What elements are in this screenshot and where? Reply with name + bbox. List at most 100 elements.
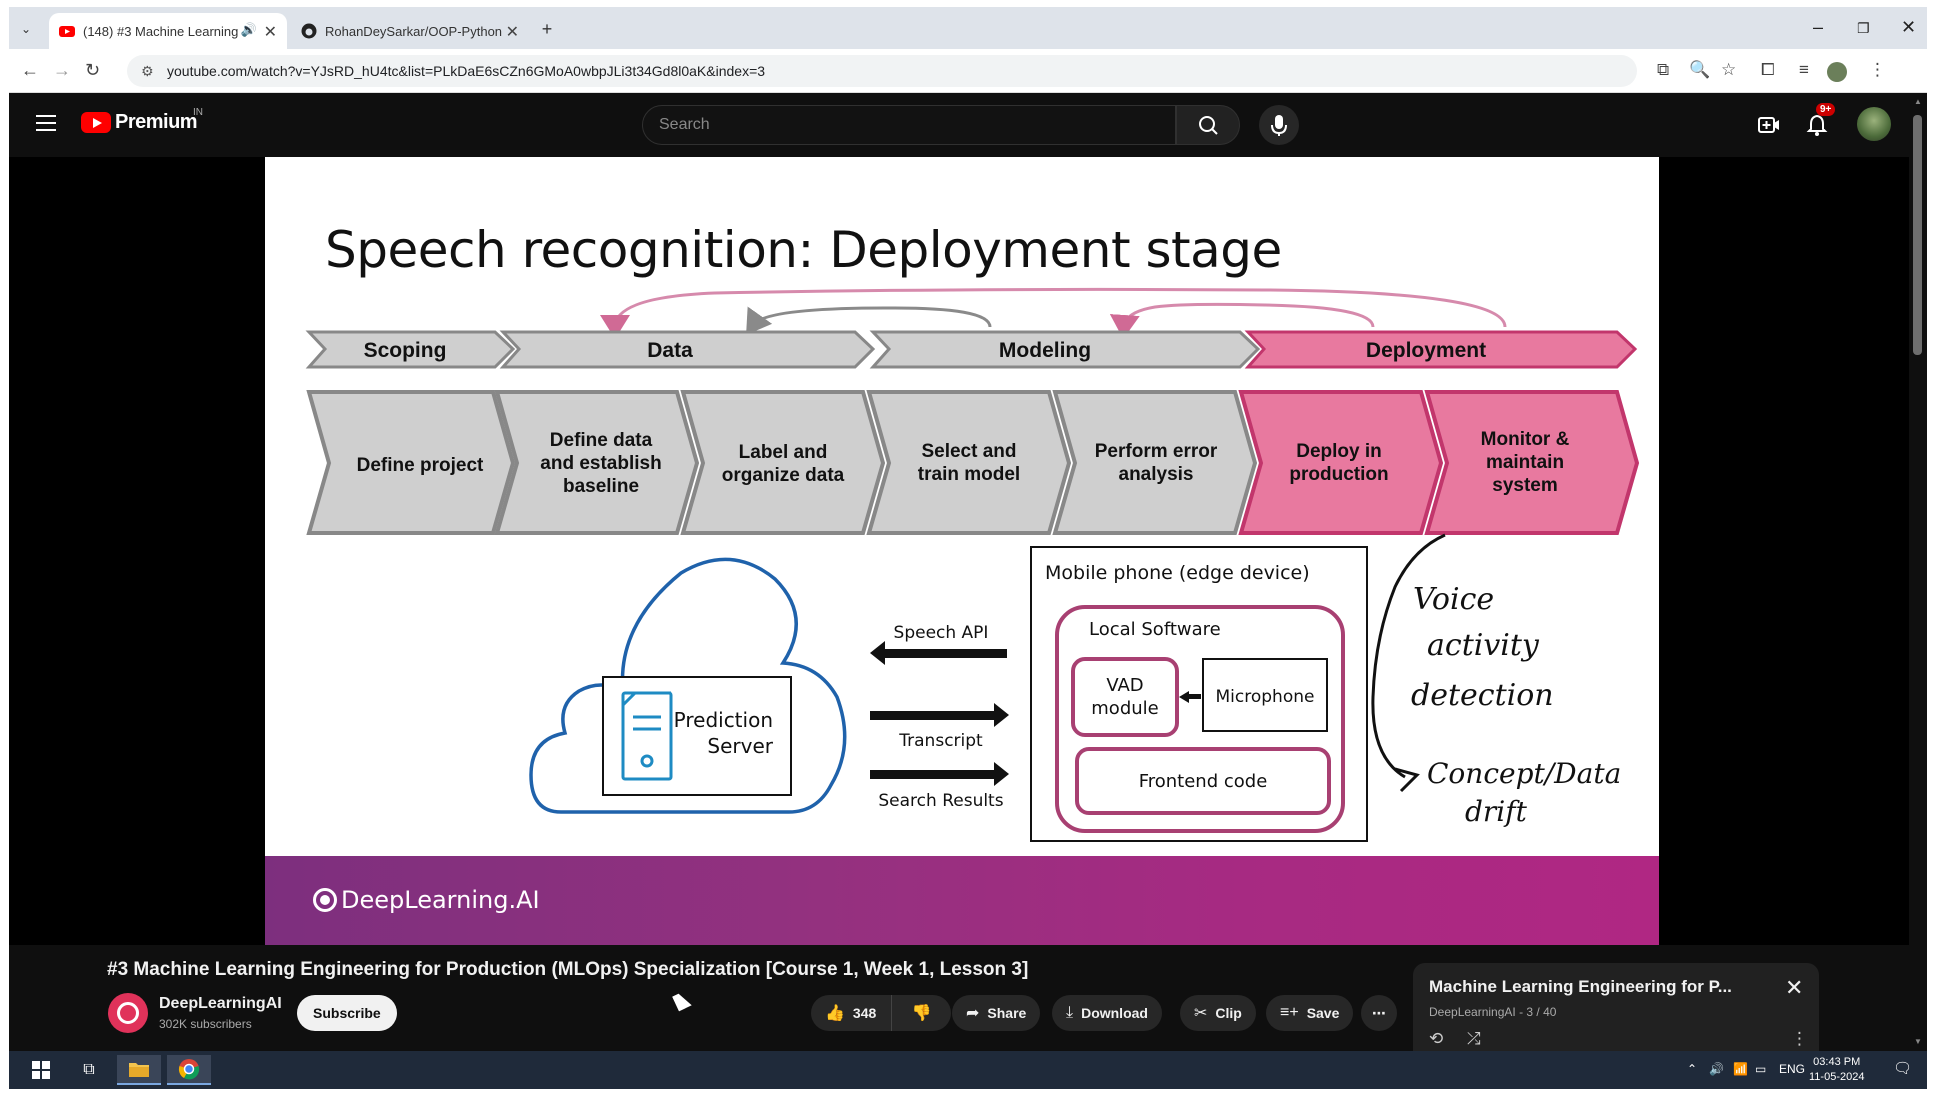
step-chevron-deploy [1238,390,1444,535]
video-info: #3 Machine Learning Engineering for Prod… [9,945,1909,1051]
channel-name[interactable]: DeepLearningAI [159,995,282,1012]
restore-icon[interactable]: ❐ [1857,20,1870,36]
forward-icon[interactable]: → [53,60,71,80]
phase-label-scoping: Scoping [364,339,447,362]
youtube-play-icon [81,112,111,133]
like-count: 348 [852,1005,877,1021]
speaker-icon[interactable]: 🔊 [240,22,257,37]
share-label: Share [987,1005,1027,1021]
bookmark-star-icon[interactable]: ☆ [1721,60,1737,79]
subscribe-button[interactable]: Subscribe [297,995,397,1031]
deployment-diagram: Scoping Data Modeling Deployment Define … [305,287,1640,842]
file-explorer-icon[interactable] [117,1055,161,1085]
svg-text:Concept/Data: Concept/Data [1427,757,1621,790]
phase-chevron-deployment [1244,330,1638,369]
new-tab-button[interactable]: + [541,18,553,39]
volume-icon[interactable]: 🔊 [1709,1062,1724,1076]
playlist-menu-icon[interactable]: ⋮ [1791,1029,1808,1048]
close-tab-icon[interactable]: ✕ [505,24,519,41]
handwritten-bracket [1371,533,1446,779]
search-box[interactable] [642,105,1176,145]
clip-label: Clip [1215,1005,1242,1021]
extensions-icon[interactable]: ⧠ [1761,60,1775,79]
search-input[interactable] [659,116,1139,134]
shuffle-icon[interactable]: ⤮ [1467,1029,1481,1048]
frontend-code-box [1075,747,1331,815]
dislike-button[interactable]: 👎 [891,995,951,1031]
browser-menu-icon[interactable]: ⋮ [1869,60,1886,79]
scroll-down-arrow-icon[interactable]: ▼ [1914,1037,1922,1046]
playlist-panel[interactable]: Machine Learning Engineering for P... De… [1413,963,1819,1051]
windows-start-icon[interactable] [19,1055,63,1085]
close-tab-icon[interactable]: ✕ [263,24,277,41]
tab-search-chevron-icon[interactable]: ⌄ [20,22,32,36]
subscriber-count: 302K subscribers [159,1017,252,1031]
language-indicator[interactable]: ENG [1779,1062,1806,1076]
notification-center-icon[interactable]: 🗨 [1893,1060,1913,1077]
video-player[interactable]: Speech recognition: Deployment stage Sco… [9,157,1909,945]
slide-footer-banner: DeepLearning.AI [265,856,1659,945]
scroll-up-arrow-icon[interactable]: ▲ [1914,97,1922,106]
download-button[interactable]: ⤓ Download [1052,995,1162,1031]
handwritten-note-vad: Voice activity detection [1411,582,1554,713]
search-button[interactable] [1176,105,1240,145]
arrow-search-results [870,762,1009,786]
mobile-phone-label: Mobile phone (edge device) [1045,562,1310,584]
step-chevron-define-project [306,390,516,535]
url-text[interactable]: youtube.com/watch?v=YJsRD_hU4tc&list=PLk… [167,63,766,79]
wifi-icon[interactable]: 📶 [1733,1062,1748,1076]
microphone-icon [1271,115,1287,136]
brand-text: DeepLearning.AI [341,886,540,914]
country-code: IN [193,107,203,118]
more-actions-button[interactable]: ⋯ [1361,995,1397,1031]
youtube-logo[interactable]: Premium IN [81,107,203,134]
clock-time: 03:43 PM [1813,1056,1861,1068]
vad-module-box [1071,657,1179,737]
back-icon[interactable]: ← [21,60,39,80]
address-bar[interactable]: ⚙ youtube.com/watch?v=YJsRD_hU4tc&list=P… [127,55,1637,87]
media-controls-icon[interactable]: ≡ [1799,60,1809,79]
site-info-icon[interactable]: ⚙ [141,63,154,79]
tab-title: (148) #3 Machine Learning [83,23,239,39]
phase-chevron-modeling [869,330,1261,369]
phase-label-data: Data [647,339,693,362]
notifications-badge: 9+ [1816,103,1836,116]
browser-tab-strip: ⌄ (148) #3 Machine Learning 🔊 ✕ RohanDey… [9,7,1927,49]
tab-github[interactable]: RohanDeySarkar/OOP-Python ✕ [291,13,529,49]
zoom-icon[interactable]: 🔍 [1689,60,1711,79]
frontend-code-label: Frontend code [1139,771,1268,792]
close-icon[interactable]: ✕ [1785,975,1804,1000]
notifications-bell-icon[interactable] [1805,113,1829,137]
save-button[interactable]: ≡+ Save [1266,995,1354,1031]
menu-icon[interactable] [36,115,56,131]
channel-avatar[interactable] [108,993,148,1033]
clock-date: 11-05-2024 [1809,1071,1865,1083]
install-app-icon[interactable]: ⧉ [1657,60,1670,79]
page-scrollbar[interactable]: ▲ ▼ [1909,93,1927,1051]
screen: ⌄ (148) #3 Machine Learning 🔊 ✕ RohanDey… [9,7,1927,1089]
clip-button[interactable]: ✂ Clip [1180,995,1256,1031]
minimize-icon[interactable]: – [1813,17,1824,37]
taskbar-clock[interactable]: 03:43 PM 11-05-2024 [1809,1055,1864,1085]
reload-icon[interactable]: ↻ [85,60,101,80]
voice-search-button[interactable] [1259,105,1299,145]
tab-youtube[interactable]: (148) #3 Machine Learning 🔊 ✕ [49,13,287,49]
playlist-subtitle: DeepLearningAI - 3 / 40 [1429,1005,1557,1019]
windows-taskbar: ⧉ ⌃ 🔊 📶 ▭ ENG 03:43 PM 11-05-2024 🗨 [9,1051,1927,1089]
chrome-icon[interactable] [167,1055,211,1085]
svg-text:drift: drift [1465,795,1528,828]
task-view-icon[interactable]: ⧉ [83,1061,95,1078]
close-window-icon[interactable]: ✕ [1901,17,1917,37]
profile-avatar-icon[interactable] [1827,62,1847,82]
share-button[interactable]: ➦ Share [952,995,1041,1031]
arrow-to-cloud-speech-api [870,641,1007,665]
account-avatar[interactable] [1857,107,1891,141]
create-video-icon[interactable] [1757,113,1781,137]
battery-icon[interactable]: ▭ [1755,1062,1767,1076]
playlist-title[interactable]: Machine Learning Engineering for P... [1429,977,1732,996]
loop-icon[interactable]: ⟲ [1429,1029,1444,1048]
scrollbar-thumb[interactable] [1913,115,1922,355]
tray-chevron-icon[interactable]: ⌃ [1687,1062,1698,1076]
